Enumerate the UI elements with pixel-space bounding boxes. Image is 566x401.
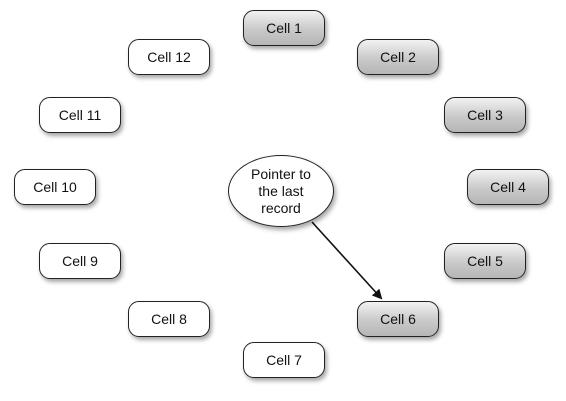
cell-5: Cell 5 [444, 243, 526, 279]
pointer-label: Pointer to the last record [244, 166, 318, 217]
pointer-node: Pointer to the last record [228, 155, 334, 227]
cell-label: Cell 12 [147, 49, 191, 65]
cell-label: Cell 8 [151, 311, 187, 327]
cell-8: Cell 8 [128, 301, 210, 337]
cell-3: Cell 3 [444, 97, 526, 133]
cell-6: Cell 6 [357, 301, 439, 337]
cell-7: Cell 7 [243, 342, 325, 378]
cell-label: Cell 9 [62, 253, 98, 269]
pointer-arrow-line [311, 221, 383, 300]
cell-label: Cell 5 [467, 253, 503, 269]
pointer-label-line-3: record [261, 199, 301, 216]
cell-2: Cell 2 [357, 39, 439, 75]
cell-label: Cell 3 [467, 107, 503, 123]
cell-label: Cell 11 [58, 107, 102, 123]
cell-12: Cell 12 [128, 39, 210, 75]
cell-1: Cell 1 [243, 10, 325, 46]
cell-label: Cell 2 [380, 49, 416, 65]
pointer-label-line-2: the last [258, 182, 304, 199]
cell-11: Cell 11 [39, 97, 121, 133]
cell-label: Cell 4 [490, 179, 526, 195]
pointer-label-line-1: Pointer to [251, 165, 311, 182]
cell-label: Cell 10 [33, 179, 77, 195]
cell-9: Cell 9 [39, 243, 121, 279]
cell-10: Cell 10 [14, 169, 96, 205]
cell-label: Cell 7 [266, 352, 302, 368]
cell-4: Cell 4 [467, 169, 549, 205]
cell-label: Cell 1 [266, 20, 302, 36]
cell-label: Cell 6 [380, 311, 416, 327]
